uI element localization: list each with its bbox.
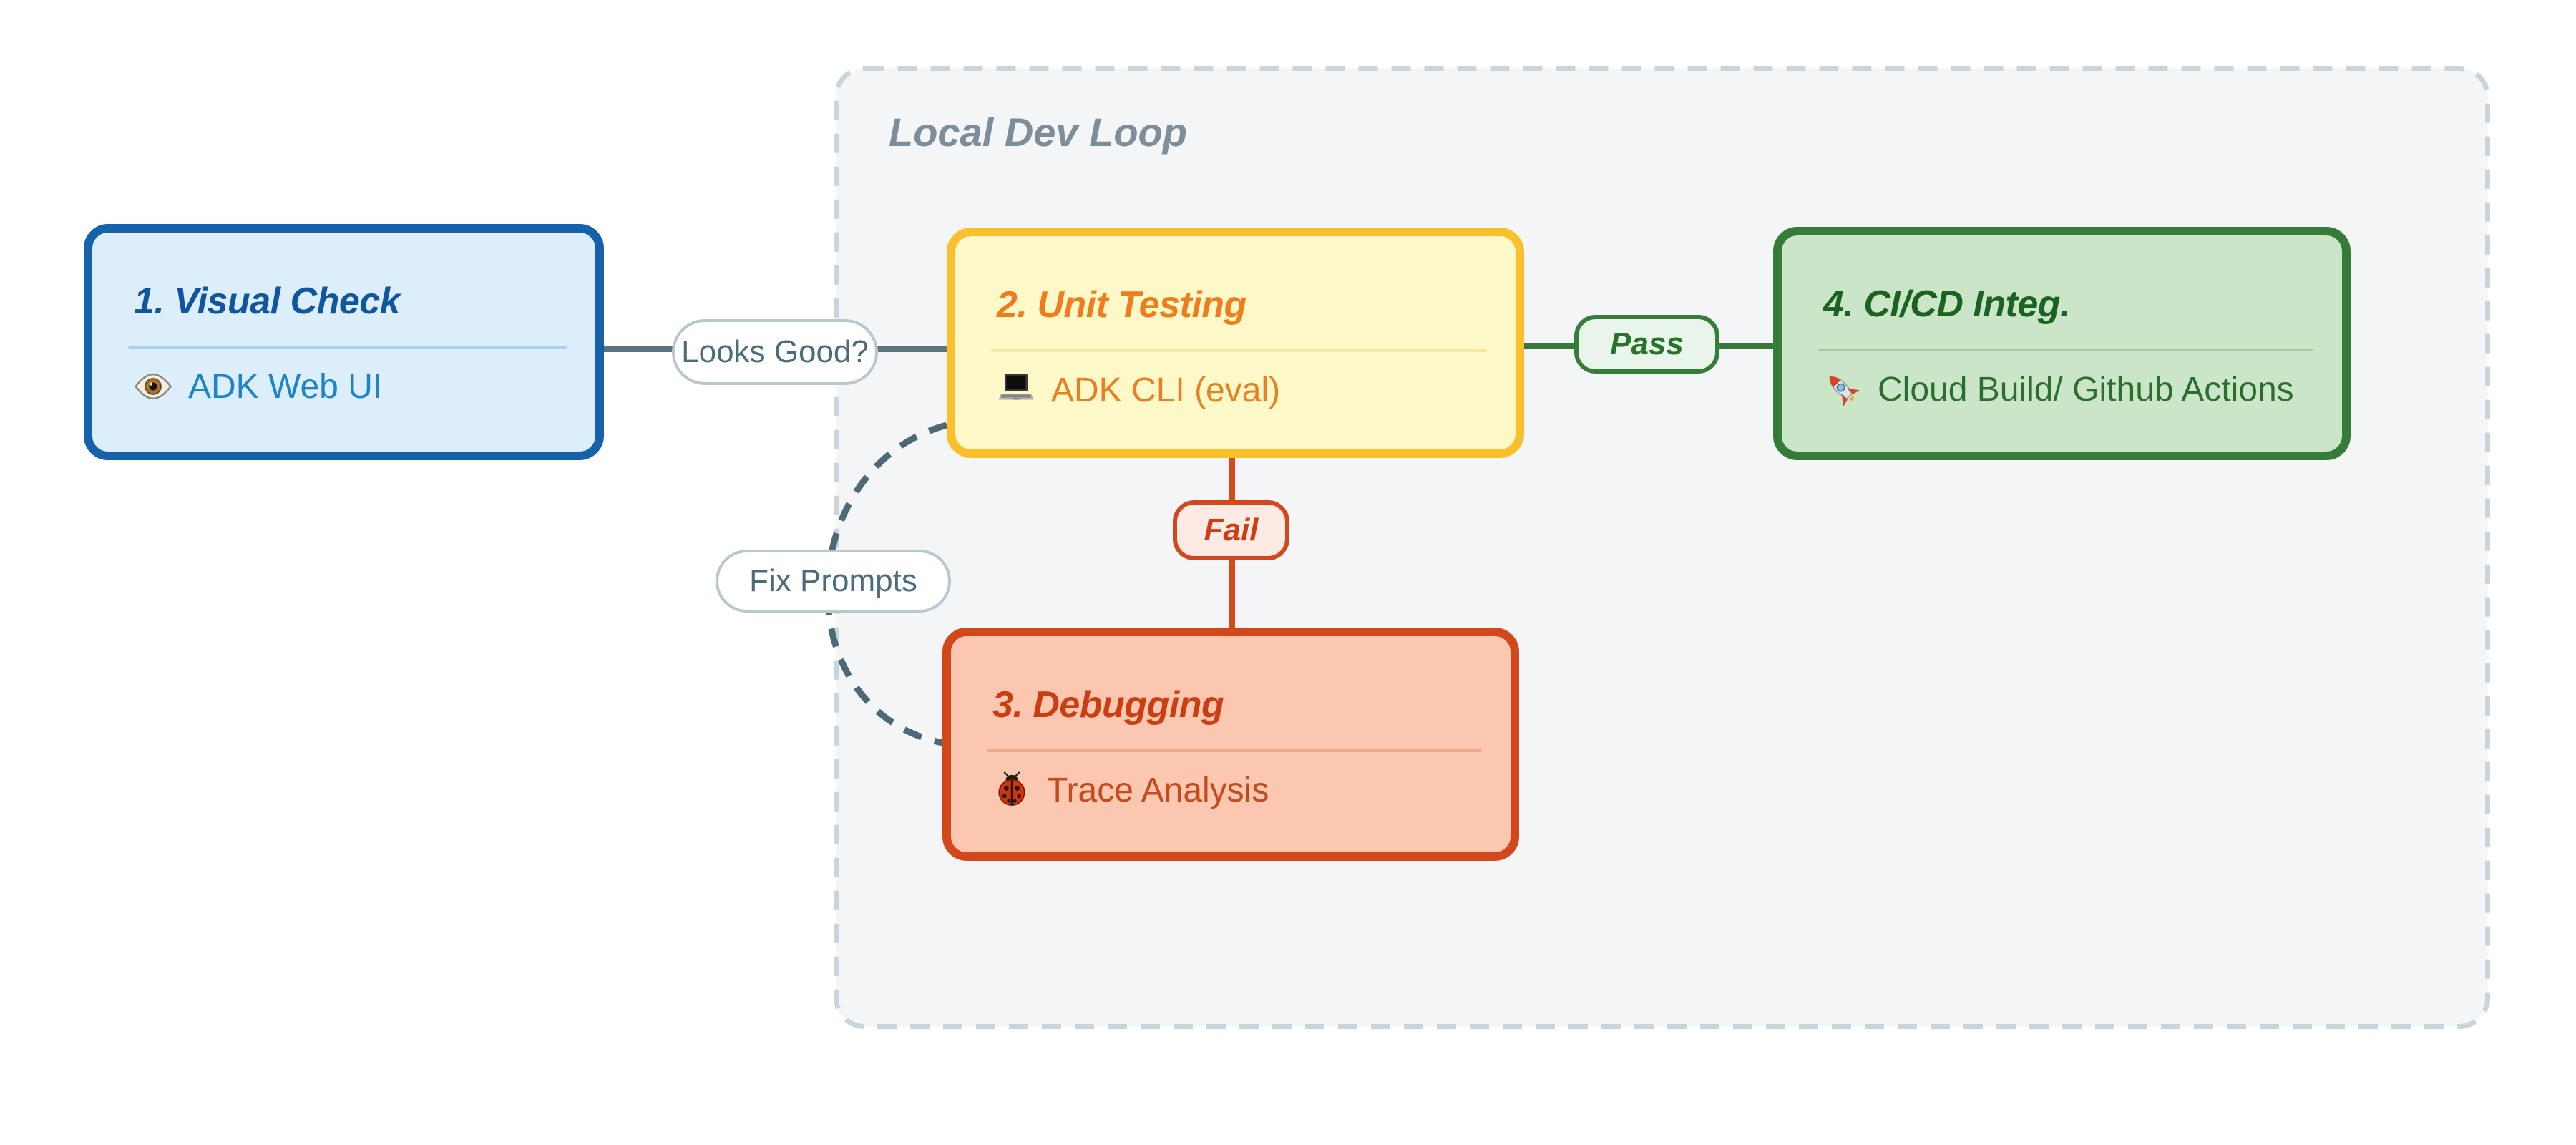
- node-body-label: ADK Web UI: [188, 367, 383, 406]
- laptop-icon: [998, 374, 1034, 400]
- node-debugging: 3. Debugging Trace Analysis: [942, 628, 1519, 861]
- node-visual-check: 1. Visual Check ADK Web UI: [84, 224, 604, 460]
- edge-label-fix-prompts: Fix Prompts: [716, 550, 951, 613]
- node-body: ADK CLI (eval): [997, 367, 1280, 413]
- rocket-icon: [1829, 376, 1860, 406]
- node-body: Trace Analysis: [992, 767, 1269, 813]
- node-unit-testing: 2. Unit Testing ADK CLI (eval): [947, 228, 1524, 458]
- node-divider: [1818, 349, 2313, 351]
- edge-label-looks-good: Looks Good?: [672, 319, 878, 385]
- node-title: 3. Debugging: [992, 684, 1224, 726]
- node-body-label: ADK CLI (eval): [1051, 371, 1281, 409]
- node-divider: [128, 346, 567, 349]
- node-title: 1. Visual Check: [134, 281, 401, 322]
- dev-loop-label: Local Dev Loop: [889, 109, 1187, 155]
- node-body: Cloud Build/ Github Actions: [1823, 366, 2294, 412]
- node-title: 2. Unit Testing: [997, 284, 1246, 326]
- edge-fix-prompts: [824, 422, 948, 746]
- node-divider: [991, 349, 1487, 352]
- edge-label-fail: Fail: [1173, 500, 1289, 560]
- node-body-label: Trace Analysis: [1047, 771, 1269, 809]
- node-body-label: Cloud Build/ Github Actions: [1878, 370, 2294, 409]
- node-divider: [987, 749, 1482, 752]
- node-cicd: 4. CI/CD Integ. Cloud Build/ Github Acti…: [1773, 227, 2351, 460]
- node-title: 4. CI/CD Integ.: [1823, 283, 2070, 325]
- eye-icon: [134, 373, 172, 400]
- edge-label-pass: Pass: [1574, 315, 1719, 374]
- node-body: ADK Web UI: [134, 364, 382, 409]
- ladybug-icon: [998, 771, 1025, 806]
